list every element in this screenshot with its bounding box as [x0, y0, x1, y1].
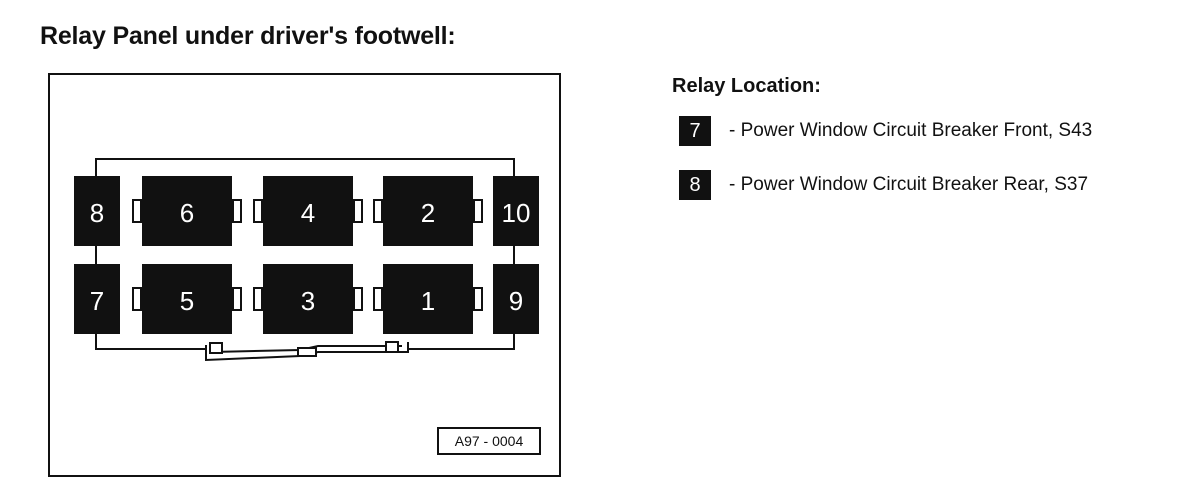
page-title: Relay Panel under driver's footwell: [40, 22, 456, 50]
relay-6 [142, 176, 232, 246]
relay-8 [74, 176, 120, 246]
relay-2 [383, 176, 473, 246]
legend-item-8: 8 - Power Window Circuit Breaker Rear, S… [679, 170, 1088, 200]
relay-5-label: 5 [180, 286, 194, 316]
legend-text: - Power Window Circuit Breaker Front, S4… [729, 120, 1093, 141]
relay-7 [74, 264, 120, 334]
relay-4 [263, 176, 353, 246]
relay-8-label: 8 [90, 198, 104, 228]
relay-3 [263, 264, 353, 334]
legend-badge: 7 [679, 116, 711, 146]
relay-6-label: 6 [180, 198, 194, 228]
relay-9-label: 9 [509, 286, 523, 316]
relay-3-label: 3 [301, 286, 315, 316]
reference-code: A97 - 0004 [437, 427, 541, 455]
mounting-bracket [205, 341, 409, 362]
relay-10 [493, 176, 539, 246]
relay-10-label: 10 [502, 198, 531, 228]
relay-clips [132, 199, 483, 311]
relay-1-label: 1 [421, 286, 435, 316]
legend-title: Relay Location: [672, 75, 821, 97]
relay-7-label: 7 [90, 286, 104, 316]
legend-text: - Power Window Circuit Breaker Rear, S37 [729, 174, 1089, 195]
diagram-frame [48, 73, 561, 477]
relay-5 [142, 264, 232, 334]
legend-item-7: 7 - Power Window Circuit Breaker Front, … [679, 116, 1092, 146]
legend-badge: 8 [679, 170, 711, 200]
relay-9 [493, 264, 539, 334]
relay-4-label: 4 [301, 198, 315, 228]
relay-2-label: 2 [421, 198, 435, 228]
relay-1 [383, 264, 473, 334]
